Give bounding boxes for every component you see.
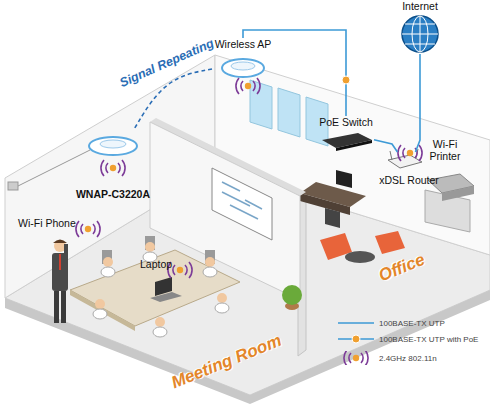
legend-row: 100BASE-TX UTP: [336, 316, 445, 330]
person-hair: [53, 240, 67, 244]
office-chair: [325, 208, 340, 228]
access-point: [222, 59, 264, 77]
whiteboard-sketch: [222, 182, 262, 219]
network-cable: [374, 140, 397, 152]
device-node: WNAP-C3220A: [68, 128, 158, 200]
legend-row: 100BASE-TX UTP with PoE: [336, 332, 478, 346]
device-label: PoE Switch: [318, 116, 374, 128]
person-arm: [64, 244, 68, 256]
monitor: [336, 170, 352, 188]
internet-globe: [402, 16, 438, 52]
person-body: [203, 267, 217, 277]
floor-edge: [5, 290, 490, 404]
person-body: [215, 303, 229, 313]
poe-marker: [352, 335, 360, 343]
device-node: Laptop: [138, 258, 186, 306]
wireless-symbol: [398, 145, 422, 161]
globe-grid: [402, 16, 438, 52]
legend-text: 100BASE-TX UTP with PoE: [379, 335, 478, 344]
meeting-table: [70, 250, 240, 326]
legend-sample: [336, 332, 376, 346]
device-node: Wi-Fi Printer: [404, 138, 486, 228]
network-cable: [415, 54, 420, 152]
device-node: PoE Switch: [318, 116, 374, 150]
laptop-base: [150, 292, 182, 302]
person-head: [217, 293, 227, 303]
person-suit: [52, 253, 68, 291]
person-leg: [54, 291, 59, 323]
printer-side: [442, 186, 474, 201]
wireless-symbol: [76, 221, 100, 237]
legend-text: 100BASE-TX UTP: [379, 319, 445, 328]
poe-marker: [342, 76, 350, 84]
person-body: [153, 327, 167, 337]
person-tie: [59, 254, 61, 270]
legend-sample: [336, 316, 376, 330]
round-table: [345, 251, 375, 263]
repeater-ap-top: [100, 140, 126, 148]
device-label: xDSL Router: [378, 174, 440, 186]
whiteboard: [212, 168, 272, 240]
legend-text: 2.4GHz 802.11n: [379, 354, 437, 363]
device-node: Internet: [394, 0, 446, 54]
legend-sample: [336, 351, 376, 365]
person-body: [101, 267, 115, 277]
wireless-symbol: [101, 160, 125, 176]
access-point-top: [231, 62, 255, 70]
switch-side: [336, 140, 372, 151]
sofa-chair: [375, 231, 405, 254]
person-head: [155, 317, 165, 327]
person-head: [145, 242, 155, 252]
cable-sample: [338, 322, 374, 324]
power-cable: [18, 150, 90, 186]
device-label: Wi-Fi Printer: [422, 138, 468, 162]
table-edge: [70, 290, 135, 331]
wireless-symbol: [344, 351, 368, 365]
window: [278, 88, 300, 137]
device-label: Wireless AP: [212, 38, 274, 50]
device-label: Wi-Fi Phone: [18, 217, 106, 229]
person-head: [103, 257, 113, 267]
device-node: Wireless AP: [212, 38, 274, 88]
device-label: WNAP-C3220A: [68, 188, 158, 200]
plant: [282, 285, 302, 305]
repeater-ap: [89, 137, 137, 155]
device-node: Wi-Fi Phone: [14, 217, 106, 327]
person-leg: [61, 291, 66, 323]
person-body: [93, 309, 107, 319]
wall-outlet: [8, 182, 18, 190]
legend-row: 2.4GHz 802.11n: [336, 351, 437, 365]
wireless-symbol: [236, 78, 260, 94]
person-head: [95, 299, 105, 309]
device-label: Internet: [394, 0, 446, 12]
device-label: Laptop: [140, 258, 186, 270]
person-head: [205, 257, 215, 267]
window: [250, 80, 272, 129]
